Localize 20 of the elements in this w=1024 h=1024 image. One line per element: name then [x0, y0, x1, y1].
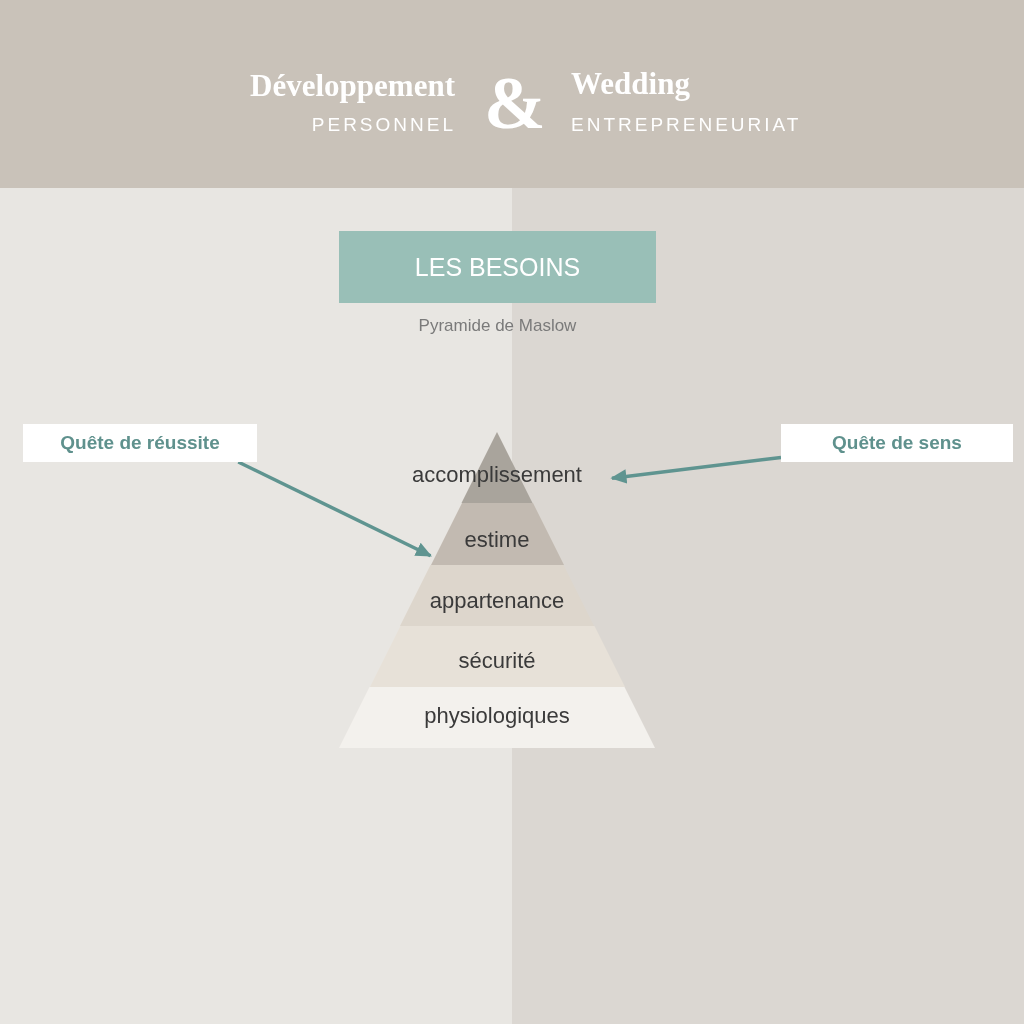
- level-label: accomplissement: [412, 461, 582, 489]
- header-subtitle: ENTREPRENEURIAT: [571, 115, 802, 134]
- arrow: [237, 460, 432, 558]
- title-banner: LES BESOINS: [339, 231, 656, 303]
- label-card: Quête de sens: [781, 424, 1013, 462]
- pyramid-level: [400, 565, 594, 626]
- level-label: sécurité: [458, 647, 536, 675]
- header-title: Wedding: [571, 68, 690, 99]
- pyramid-level: [430, 503, 564, 565]
- pyramid-level: [369, 626, 625, 687]
- header-band: [0, 0, 1024, 188]
- level-label: physiologiques: [424, 702, 570, 730]
- header-subtitle: PERSONNEL: [311, 115, 456, 134]
- subtitle-text: Pyramide de Maslow: [418, 316, 577, 335]
- level-label: appartenance: [429, 587, 565, 615]
- level-label: estime: [464, 526, 530, 554]
- ampersand: &: [484, 66, 546, 140]
- arrow: [610, 455, 782, 484]
- header-title: Développement: [250, 70, 455, 101]
- label-card: Quête de réussite: [23, 424, 257, 462]
